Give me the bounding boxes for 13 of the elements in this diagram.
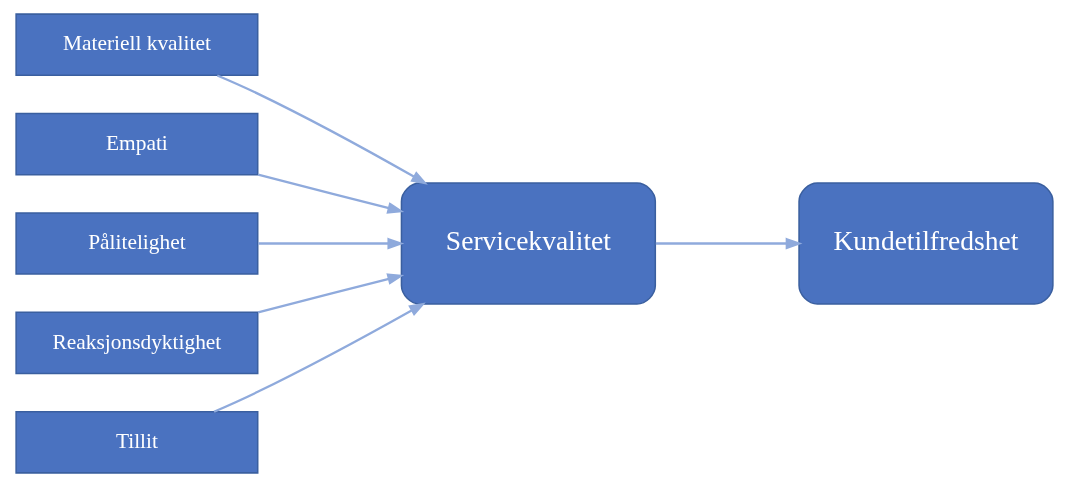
node-box: Pålitelighet	[14, 212, 258, 275]
arrow	[213, 302, 426, 413]
node-box: Tillit	[14, 410, 258, 474]
arrow	[257, 237, 404, 250]
arrow	[257, 273, 404, 314]
node-box: Empati	[14, 112, 258, 176]
arrow	[257, 173, 404, 214]
arrow	[655, 237, 802, 250]
node-box: Reaksjonsdyktighet	[14, 311, 258, 375]
node-box: Kundetilfredshet	[797, 182, 1054, 305]
node-box: Servicekvalitet	[400, 182, 656, 305]
arrow	[216, 74, 428, 185]
node-box: Materiell kvalitet	[14, 13, 258, 77]
